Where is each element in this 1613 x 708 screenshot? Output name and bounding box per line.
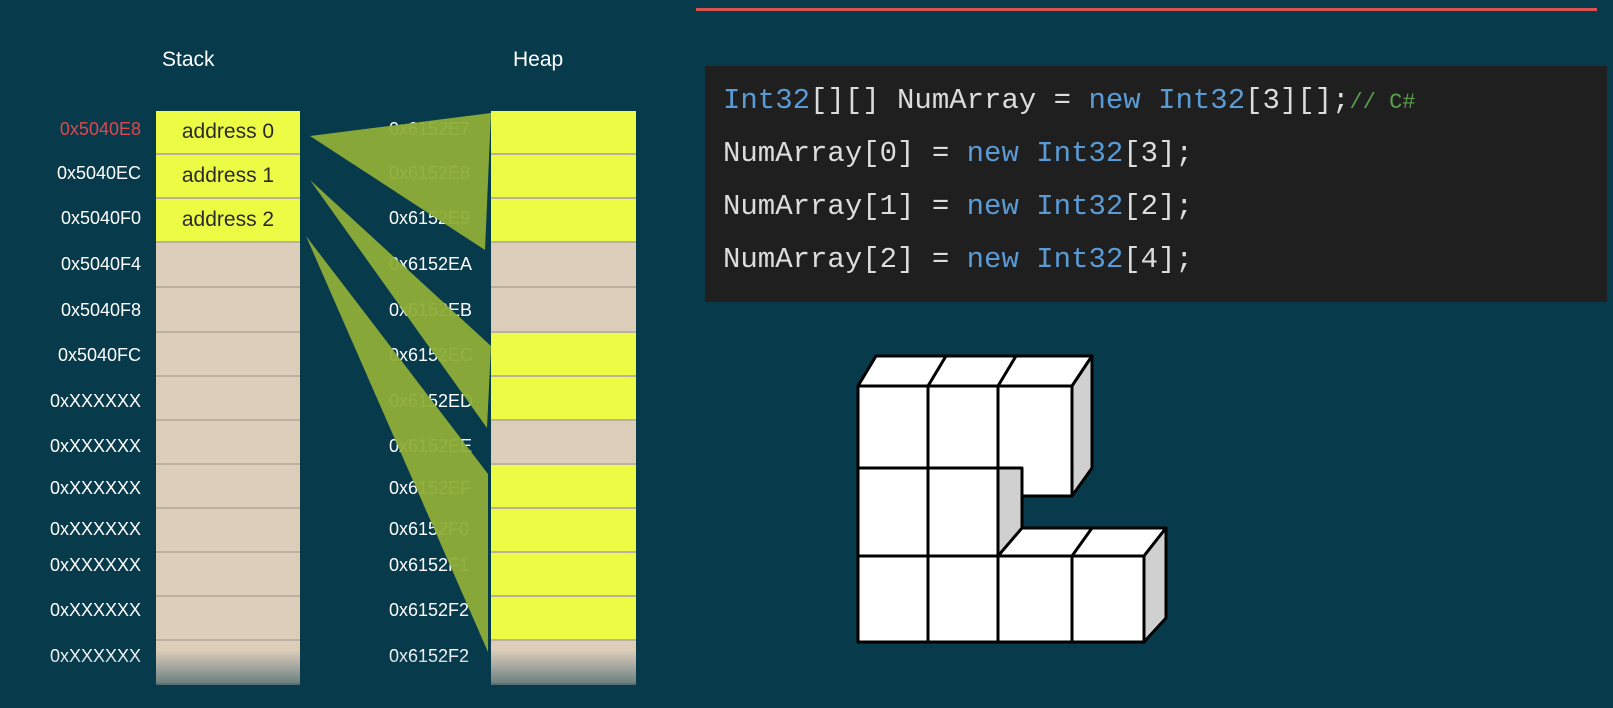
code-text: [4]; [1123, 243, 1193, 276]
stack-cell [156, 597, 300, 641]
stack-cell [156, 553, 300, 597]
heap-cell [491, 288, 636, 333]
heap-address: 0x6152EA [389, 254, 473, 274]
stack-cell [156, 243, 300, 288]
jagged-array-cubes-illustration [856, 354, 1168, 644]
code-space [1019, 243, 1036, 276]
code-text: [3]; [1123, 137, 1193, 170]
heap-cell [491, 243, 636, 288]
stack-address: 0xXXXXXX [49, 555, 141, 575]
pointer-arrow-1 [310, 180, 491, 428]
stack-cell: address 1 [156, 155, 300, 199]
stack-address: 0xXXXXXX [49, 436, 141, 456]
cube-front-face [856, 554, 930, 644]
pointer-arrow-2 [306, 236, 488, 652]
stack-cell: address 0 [156, 111, 300, 155]
code-text: NumArray[0] = [723, 137, 967, 170]
heap-cell [491, 553, 636, 597]
code-type: Int32 [723, 84, 811, 117]
code-keyword: new [966, 243, 1019, 276]
cube-front-face [926, 466, 1000, 558]
stack-cell [156, 288, 300, 333]
heap-cell [491, 377, 636, 421]
cube-front-face [1070, 554, 1146, 644]
stack-cell [156, 333, 300, 377]
heap-cell [491, 111, 636, 155]
code-type: Int32 [1036, 243, 1124, 276]
code-text: [3][]; [1245, 84, 1350, 117]
code-block: Int32[][] NumArray = new Int32[3][];// C… [705, 66, 1607, 302]
pointer-arrow-0 [310, 113, 491, 250]
heap-cell [491, 465, 636, 509]
code-keyword: new [966, 190, 1019, 223]
stack-address: 0x5040F0 [60, 208, 141, 228]
stack-address: 0xXXXXXX [49, 600, 141, 620]
code-space [1141, 84, 1158, 117]
code-text: NumArray[2] = [723, 243, 967, 276]
stack-address: 0x5040F4 [60, 254, 141, 274]
stack-cell [156, 509, 300, 553]
stack-address: 0xXXXXXX [49, 478, 141, 498]
stack-address: 0x5040F8 [60, 300, 141, 320]
heap-cell [491, 421, 636, 465]
stack-cell [156, 421, 300, 465]
code-keyword: new [966, 137, 1019, 170]
code-text: [][] NumArray = [810, 84, 1089, 117]
code-text: NumArray[1] = [723, 190, 967, 223]
stack-address: 0xXXXXXX [49, 391, 141, 411]
cube-front-face [856, 466, 930, 558]
code-line-2: NumArray[0] = new Int32[3]; [723, 137, 1193, 170]
stack-address: 0x5040EC [56, 163, 141, 183]
cube-front-face [926, 554, 1000, 644]
code-type: Int32 [1158, 84, 1246, 117]
stack-label: Stack [162, 48, 215, 71]
heap-cell [491, 199, 636, 243]
code-line-4: NumArray[2] = new Int32[4]; [723, 243, 1193, 276]
code-comment: // C# [1349, 90, 1416, 115]
code-keyword: new [1088, 84, 1141, 117]
title-underline [696, 8, 1597, 11]
code-space [1019, 137, 1036, 170]
code-space [1019, 190, 1036, 223]
heap-label: Heap [513, 48, 564, 71]
heap-cell [491, 333, 636, 377]
cube-front-face [996, 554, 1074, 644]
heap-cell [491, 155, 636, 199]
code-line-3: NumArray[1] = new Int32[2]; [723, 190, 1193, 223]
pointer-arrows [306, 113, 491, 652]
code-line-1: Int32[][] NumArray = new Int32[3][];// C… [723, 84, 1416, 117]
stack-address: 0xXXXXXX [49, 519, 141, 539]
stack-cell: address 2 [156, 199, 300, 243]
code-text: [2]; [1123, 190, 1193, 223]
heap-cell [491, 597, 636, 641]
heap-address: 0x6152F2 [389, 600, 470, 620]
heap-cell [491, 509, 636, 553]
stack-address: 0x5040E8 [59, 119, 141, 139]
stack-cell [156, 465, 300, 509]
cube-top-face [856, 354, 1094, 388]
stack-cell [156, 377, 300, 421]
stack-address: 0x5040FC [57, 345, 141, 365]
code-type: Int32 [1036, 190, 1124, 223]
code-type: Int32 [1036, 137, 1124, 170]
